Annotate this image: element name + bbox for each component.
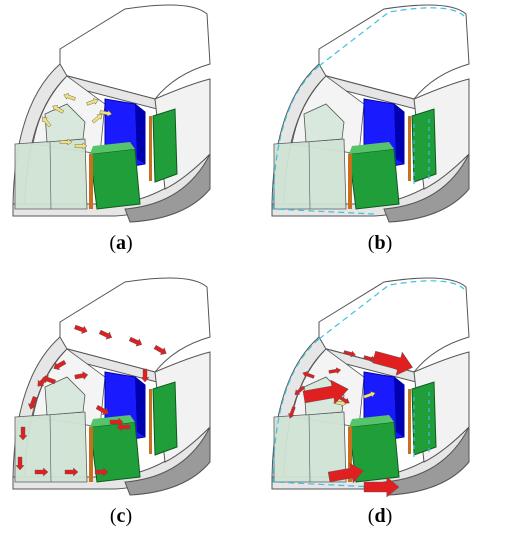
flow-arrow-c-11 — [94, 467, 109, 477]
front-panel-seam — [49, 140, 52, 210]
model-illustration-b — [271, 4, 470, 223]
flow-arrows-b — [272, 7, 465, 215]
pocket-window — [44, 103, 86, 143]
flow-arrow-a-3 — [59, 138, 73, 146]
flow-arrow-d-10 — [363, 391, 376, 399]
top-plate — [59, 277, 211, 373]
top-plate — [318, 277, 470, 373]
caption-b: (b) — [367, 232, 393, 254]
flow-arrow-c-8 — [15, 456, 25, 471]
caption-a: (a) — [109, 232, 133, 254]
cooling-dash-top — [318, 7, 465, 67]
cooling-dash-coil — [413, 392, 430, 457]
flow-arrow-c-6 — [28, 396, 38, 410]
panel-d: (d) — [264, 277, 496, 527]
model-illustration-d — [271, 277, 470, 498]
flow-arrow-c-16 — [116, 422, 131, 432]
flow-arrow-d-13 — [327, 462, 364, 484]
magnet-side — [394, 377, 404, 437]
flow-arrow-c-9 — [34, 467, 49, 477]
flow-arrow-c-13 — [74, 371, 89, 380]
coil-right — [411, 381, 437, 456]
coil-top — [90, 142, 135, 154]
top-plate — [59, 4, 211, 100]
top-plate — [318, 4, 470, 100]
front-panel-seam — [308, 140, 311, 210]
magnet-side — [135, 377, 145, 437]
flow-arrow-c-12 — [42, 375, 56, 385]
flow-arrow-c-2 — [128, 336, 143, 347]
coil-right — [411, 108, 437, 183]
flow-arrow-c-10 — [64, 467, 79, 477]
coil-front — [348, 148, 400, 210]
flow-arrow-d-11 — [372, 350, 413, 376]
panel-b: (b) — [264, 4, 496, 254]
flow-arrow-c-0 — [74, 324, 88, 334]
copper-strip-1 — [89, 427, 93, 482]
coil-right — [152, 381, 178, 456]
flow-arrow-a-5 — [91, 114, 103, 124]
copper-strip-2 — [149, 116, 152, 181]
cooling-dash-top — [318, 280, 465, 340]
flow-arrow-a-4 — [74, 142, 88, 150]
copper-strip-1 — [89, 154, 93, 209]
magnet-side — [394, 104, 404, 164]
copper-strip-2 — [408, 389, 411, 454]
inner-ring — [124, 426, 211, 496]
magnet-side — [135, 104, 145, 164]
front-panel-seam — [308, 413, 311, 483]
panel-a: (a) — [5, 4, 237, 254]
flow-arrow-d-3 — [294, 385, 306, 395]
flow-arrow-a-7 — [99, 109, 113, 117]
flow-arrow-c-7 — [18, 426, 28, 441]
flow-arrows-a — [42, 93, 113, 150]
flow-arrow-d-0 — [343, 350, 356, 358]
cooling-dash-outer — [272, 65, 375, 215]
flow-arrow-d-6 — [328, 367, 342, 375]
model-illustration-c — [12, 277, 211, 496]
flow-arrow-a-1 — [52, 105, 65, 114]
pocket-window — [44, 376, 86, 416]
flow-arrow-a-2 — [42, 116, 52, 128]
flow-arrow-d-5 — [302, 371, 315, 379]
caption-d: (d) — [367, 505, 393, 527]
model-illustration-a — [12, 4, 211, 223]
flow-arrow-a-6 — [86, 98, 99, 106]
coil-right — [152, 108, 178, 183]
flow-arrow-c-1 — [98, 329, 113, 340]
coil-front — [348, 421, 400, 483]
flow-arrow-d-12 — [302, 379, 349, 405]
flow-arrow-d-4 — [288, 406, 296, 419]
copper-strip-2 — [408, 116, 411, 181]
inner-ring — [124, 153, 211, 223]
coil-top — [349, 142, 394, 154]
copper-strip-1 — [348, 427, 352, 482]
cooling-dash-coil — [413, 119, 430, 184]
caption-c: (c) — [109, 505, 133, 527]
flow-arrow-c-14 — [95, 404, 109, 415]
coil-top — [349, 415, 394, 427]
inner-ring — [383, 153, 470, 223]
pocket-window — [303, 103, 345, 143]
inner-ring — [383, 426, 470, 496]
flow-arrows-c — [15, 324, 167, 477]
flow-arrow-d-14 — [363, 476, 400, 498]
panel-c: (c) — [5, 277, 237, 527]
flow-arrow-c-4 — [53, 359, 67, 370]
front-panel-seam — [49, 413, 52, 483]
flow-arrow-c-17 — [140, 368, 150, 383]
flow-arrow-a-0 — [63, 93, 76, 101]
coil-front — [89, 148, 141, 210]
flow-arrow-c-3 — [153, 344, 167, 355]
copper-strip-2 — [149, 389, 152, 454]
copper-strip-1 — [348, 154, 352, 209]
flow-arrows-d — [272, 280, 465, 498]
cooling-dash-outer — [272, 338, 375, 488]
